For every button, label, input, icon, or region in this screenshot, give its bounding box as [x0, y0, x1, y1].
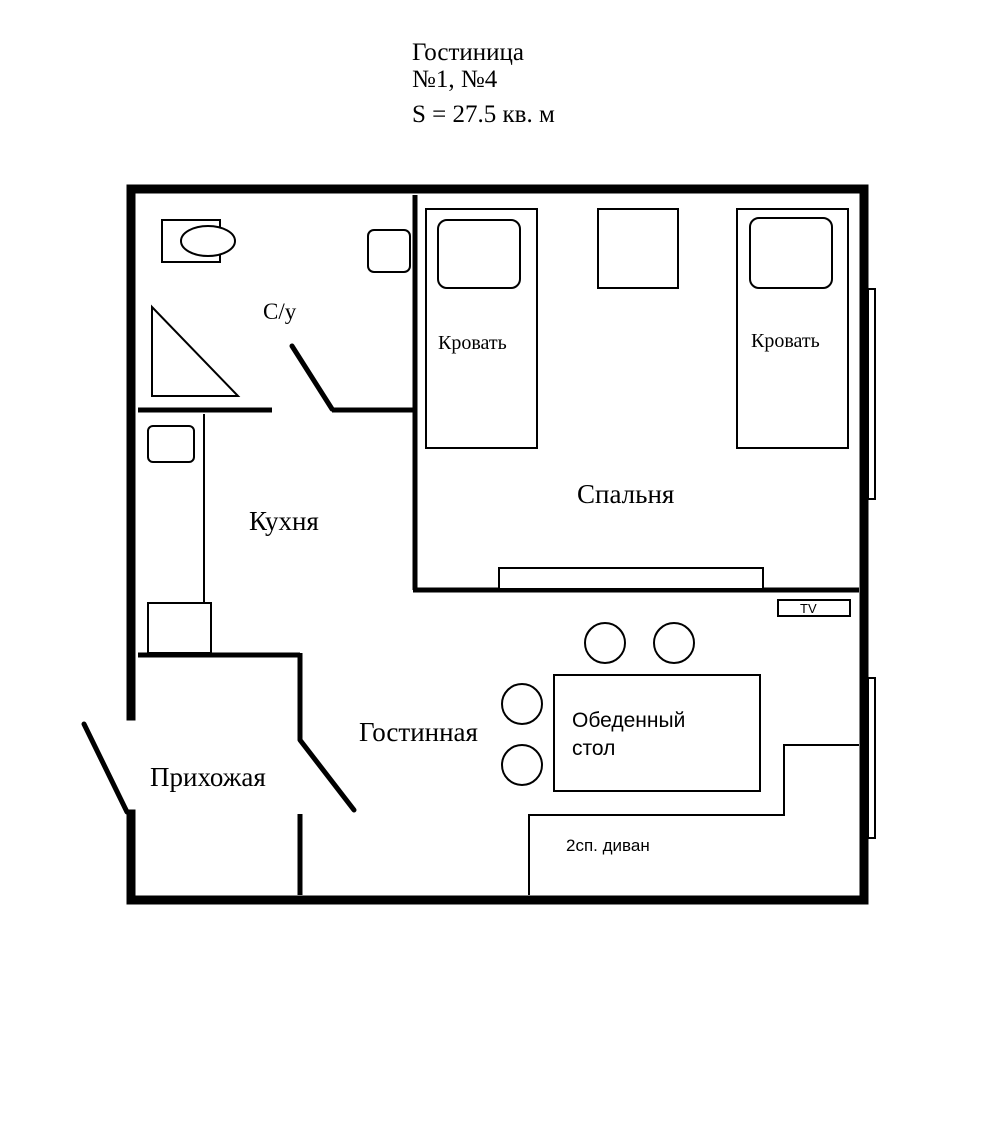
- area-label: S = 27.5 кв. м: [412, 101, 555, 128]
- chair-top-left: [584, 622, 626, 664]
- chair-left-top: [501, 683, 543, 725]
- kitchen-fixtures: [147, 414, 212, 654]
- room-label-bedroom: Спальня: [577, 479, 674, 509]
- window-bedroom: [867, 288, 876, 500]
- chair-top-right: [653, 622, 695, 664]
- bed-left-pillow: [437, 219, 521, 289]
- doors: [81, 343, 357, 815]
- dining-table-label-line2: стол: [572, 737, 615, 760]
- shower-tray: [151, 304, 241, 397]
- tv-unit: [777, 599, 851, 617]
- entrance-door: [81, 721, 130, 815]
- outer-walls: [126, 184, 869, 905]
- hotel-label: Гостиница: [412, 39, 524, 66]
- room-label-kitchen: Кухня: [249, 506, 319, 536]
- sofa: [528, 744, 859, 895]
- bed-left-label: Кровать: [438, 332, 507, 354]
- sofa-label: 2сп. диван: [566, 836, 650, 855]
- room-label-hallway: Прихожая: [150, 762, 266, 792]
- tv-label: TV: [800, 601, 817, 616]
- nightstand: [597, 208, 679, 289]
- room-numbers: №1, №4: [412, 66, 498, 93]
- wardrobe: [498, 567, 764, 590]
- dining-table-label-line1: Обеденный: [572, 709, 685, 732]
- room-label-living-room: Гостинная: [359, 717, 478, 747]
- bathroom-sink: [367, 229, 411, 273]
- chair-left-bottom: [501, 744, 543, 786]
- window-living-room: [867, 677, 876, 839]
- bathroom-fixtures: [151, 219, 411, 397]
- living-room-furniture: [501, 599, 859, 895]
- windows: [867, 288, 876, 839]
- kitchen-stove: [147, 602, 212, 654]
- hallway-door: [297, 737, 357, 813]
- bed-right-pillow: [749, 217, 833, 289]
- dining-table: [553, 674, 761, 792]
- kitchen-sink: [147, 425, 195, 463]
- room-label-bathroom: С/у: [263, 299, 297, 324]
- bathroom-door: [289, 343, 335, 412]
- bed-right-label: Кровать: [751, 330, 820, 352]
- bedroom-furniture: [425, 208, 849, 590]
- toilet-bowl: [180, 225, 236, 257]
